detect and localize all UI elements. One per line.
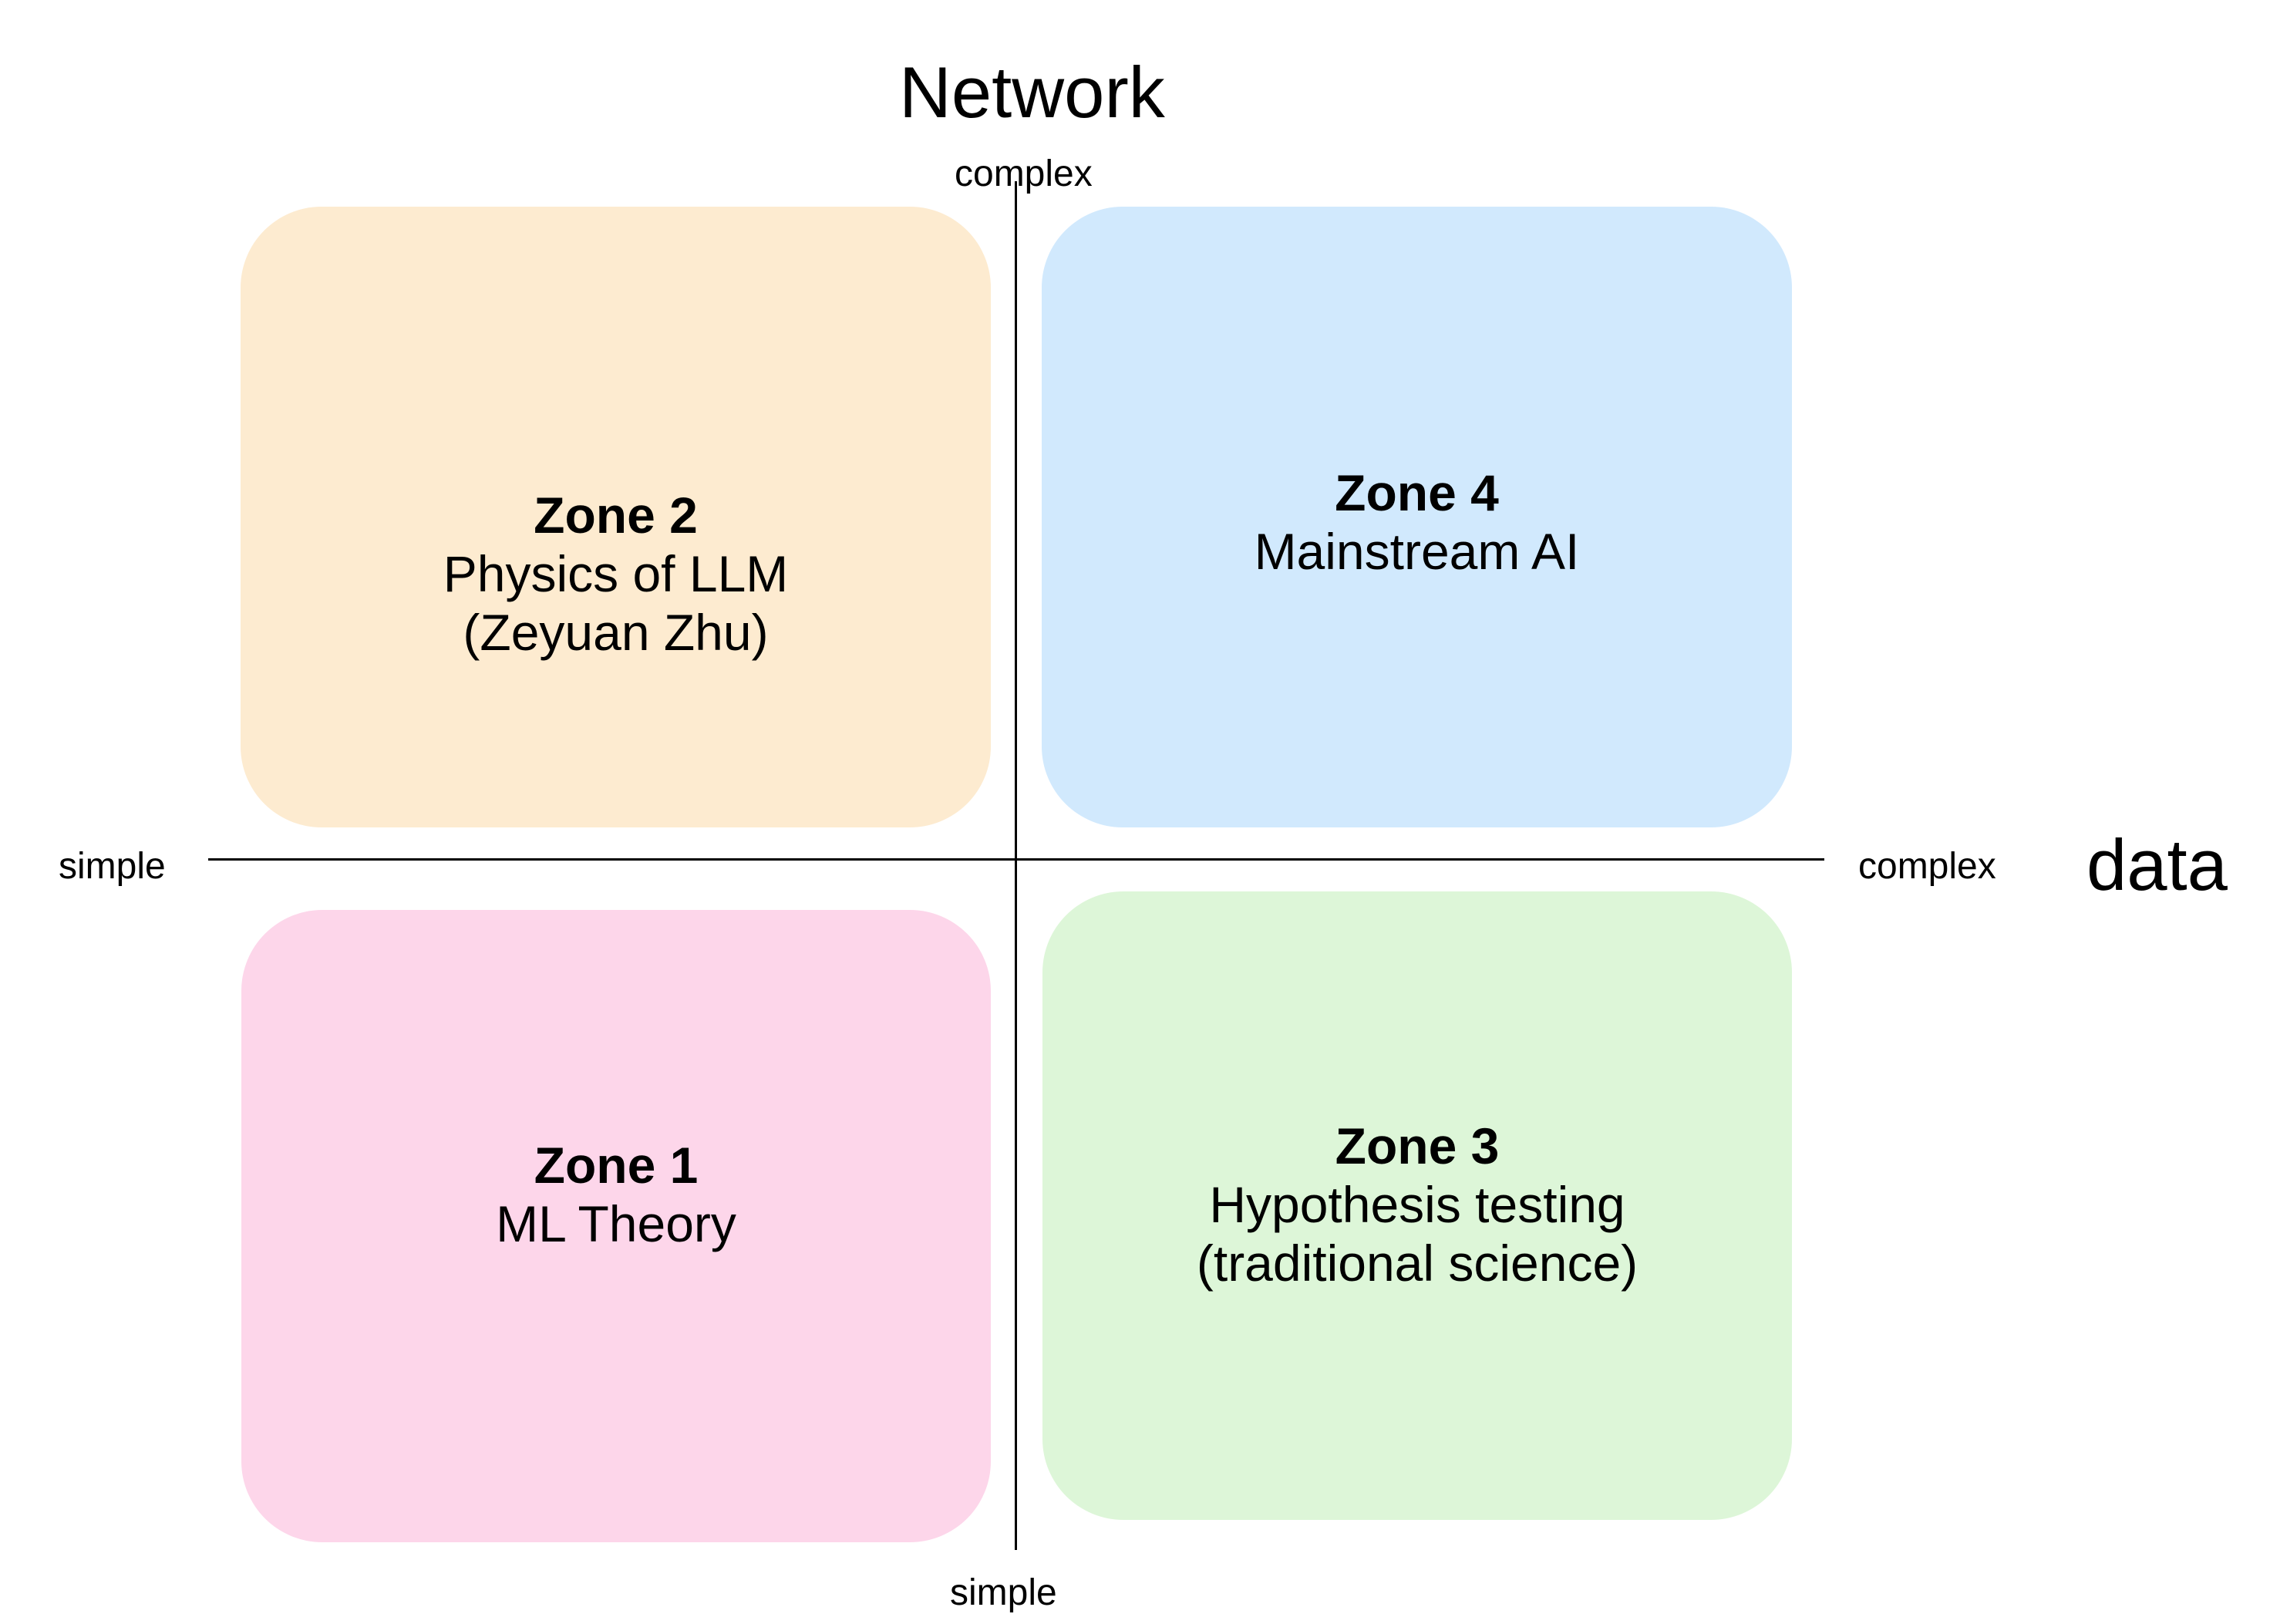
- zone-4-line-1: Mainstream AI: [1254, 523, 1580, 580]
- zone-1-title: Zone 1: [534, 1137, 699, 1194]
- x-axis-right-label: complex: [1858, 846, 1996, 887]
- zone-3-line-2: (traditional science): [1196, 1235, 1639, 1292]
- y-axis-title: Network: [899, 52, 1165, 133]
- x-axis-left-label: simple: [59, 846, 166, 887]
- x-axis-title: data: [2086, 824, 2228, 905]
- zone-3-title: Zone 3: [1335, 1117, 1500, 1174]
- y-axis-bottom-label: simple: [950, 1572, 1057, 1613]
- zone-2-line-1: Physics of LLM: [443, 545, 789, 602]
- zone-3-box: Zone 3 Hypothesis testing (traditional s…: [1042, 891, 1792, 1520]
- zone-2-line-2: (Zeyuan Zhu): [463, 604, 769, 661]
- zone-4-text: Zone 4 Mainstream AI: [1042, 463, 1792, 581]
- zone-4-box: Zone 4 Mainstream AI: [1042, 207, 1792, 827]
- zone-1-box: Zone 1 ML Theory: [241, 910, 991, 1542]
- zone-3-text: Zone 3 Hypothesis testing (traditional s…: [1042, 1117, 1792, 1292]
- y-axis-line: [1015, 181, 1017, 1550]
- y-axis-top-label: complex: [955, 153, 1093, 194]
- zone-2-box: Zone 2 Physics of LLM (Zeyuan Zhu): [241, 207, 991, 827]
- zone-1-line-1: ML Theory: [496, 1195, 736, 1252]
- zone-4-title: Zone 4: [1335, 464, 1499, 521]
- zone-2-title: Zone 2: [534, 487, 698, 544]
- zone-2-text: Zone 2 Physics of LLM (Zeyuan Zhu): [241, 486, 991, 662]
- zone-1-text: Zone 1 ML Theory: [241, 1136, 991, 1253]
- zone-3-line-1: Hypothesis testing: [1209, 1176, 1625, 1233]
